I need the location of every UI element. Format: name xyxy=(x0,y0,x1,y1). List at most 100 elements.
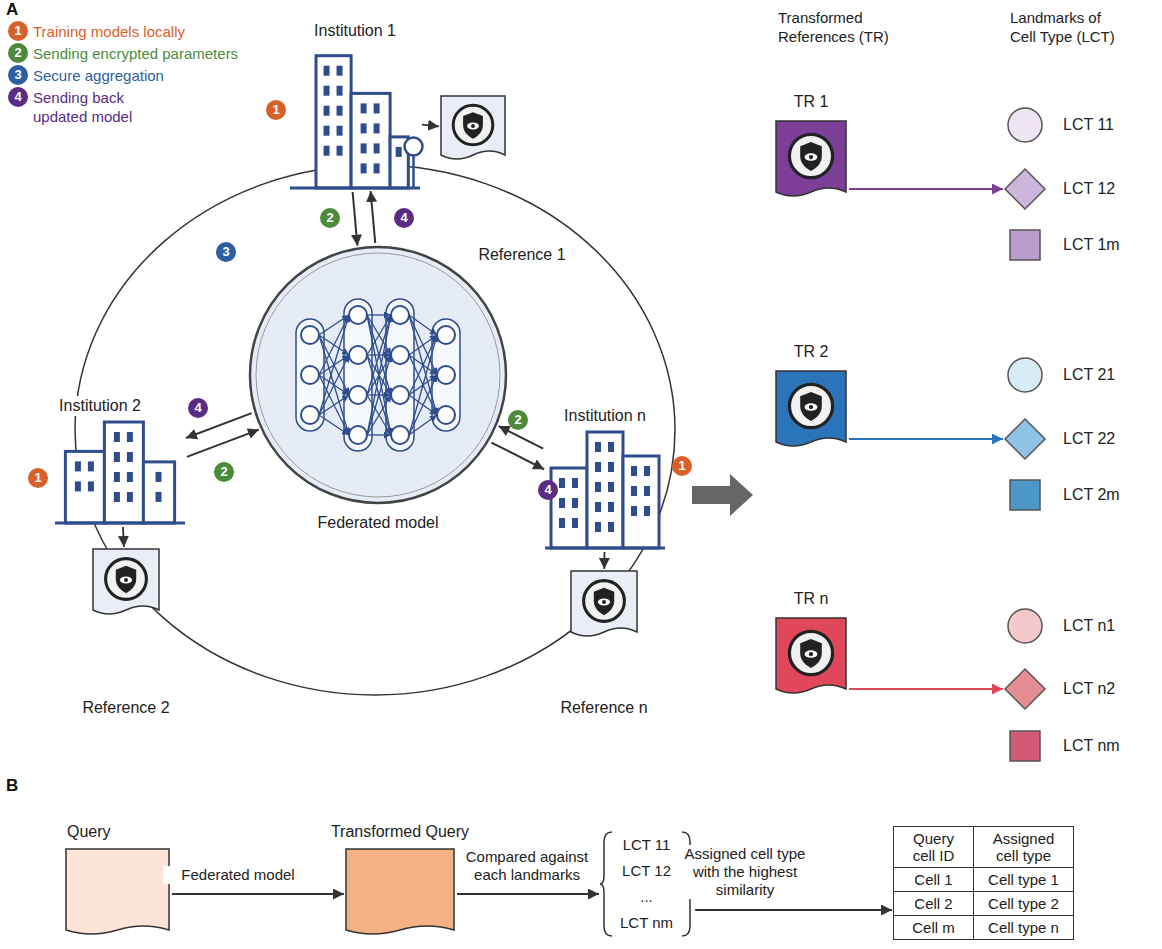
drawing-part xyxy=(1010,480,1040,510)
drawing-part xyxy=(143,462,174,523)
drawing-part xyxy=(1005,669,1045,709)
node-outline xyxy=(290,45,420,190)
landmark-diamond: LCT 22 xyxy=(1004,418,1046,460)
building-drawing xyxy=(55,422,185,523)
drawing-part xyxy=(324,126,330,136)
drawing-part xyxy=(805,153,818,161)
drawing-part xyxy=(572,518,578,528)
drawing-part xyxy=(809,155,813,159)
institution-icon: Institution n xyxy=(545,430,665,550)
landmark-entry: LCT nm xyxy=(620,910,673,936)
table-cell: Cell type 1 xyxy=(974,868,1074,892)
drawing-part xyxy=(805,650,818,658)
privacy-shield-icon xyxy=(106,559,147,600)
privacy-shield-icon xyxy=(789,384,832,427)
document-outline xyxy=(571,571,637,636)
node-outline xyxy=(775,370,847,452)
drawing-part xyxy=(631,506,637,516)
drawing-part xyxy=(361,123,367,133)
drawing-part xyxy=(256,253,500,497)
drawing-part xyxy=(1005,169,1045,209)
callout-number: 3 xyxy=(8,65,28,85)
node-outline xyxy=(1004,168,1046,210)
drawing-part xyxy=(391,346,409,364)
connector-arrow xyxy=(849,188,1003,190)
drawing-part xyxy=(324,106,330,116)
document-icon: Query xyxy=(65,848,170,940)
drawing-part xyxy=(367,314,391,315)
drawing-part xyxy=(631,486,637,496)
drawing-part xyxy=(374,143,380,153)
drawing-part xyxy=(65,451,104,523)
drawing-part xyxy=(124,578,128,582)
drawing-part xyxy=(644,486,650,496)
panel-letter: A xyxy=(6,0,18,19)
node-label: TR n xyxy=(792,589,831,609)
drawing-part xyxy=(572,478,578,488)
node-label: LCT n2 xyxy=(1061,679,1117,699)
landmark-square: LCT 2m xyxy=(1009,479,1041,511)
landmark-entry: LCT 12 xyxy=(620,858,673,884)
drawing-part xyxy=(1010,731,1040,761)
drawing-part xyxy=(337,86,343,96)
callout-number: 2 xyxy=(320,208,340,228)
drawing-part xyxy=(809,405,813,409)
drawing-part xyxy=(367,395,391,435)
landmark-circle: LCT 11 xyxy=(1007,107,1043,143)
drawing-part xyxy=(608,462,614,472)
node-outline xyxy=(775,617,847,699)
drawing-part xyxy=(361,143,367,153)
drawing-part xyxy=(602,600,606,604)
drawing-part xyxy=(324,86,330,96)
drawing-part xyxy=(595,482,601,492)
drawing-part xyxy=(1008,358,1042,392)
drawing-part xyxy=(391,386,409,404)
drawing-part xyxy=(623,456,659,548)
node-outline xyxy=(1007,107,1043,143)
document-icon: Reference n xyxy=(570,570,638,642)
node-label: Federated model xyxy=(316,513,441,533)
node-outline xyxy=(545,430,665,550)
drawing-part xyxy=(319,355,349,415)
institution-icon: Institution 1 xyxy=(290,45,420,190)
drawing-part xyxy=(337,146,343,156)
table-cell: Cell type 2 xyxy=(974,892,1074,916)
drawing-part xyxy=(301,366,319,384)
node-outline xyxy=(1004,668,1046,710)
document-icon: TR n xyxy=(775,617,847,699)
drawing-part xyxy=(437,406,455,424)
drawing-part xyxy=(595,462,601,472)
drawing-part xyxy=(337,66,343,76)
drawing-part xyxy=(114,492,120,502)
drawing-part xyxy=(367,315,391,395)
drawing-part xyxy=(367,434,391,435)
drawing-part xyxy=(374,163,380,173)
drawing-part xyxy=(367,355,391,435)
drawing-part xyxy=(349,346,367,364)
drawing-part xyxy=(587,432,623,548)
drawing-part xyxy=(572,498,578,508)
callout-number: 1 xyxy=(266,100,286,120)
node-label: LCT 12 xyxy=(1061,179,1117,199)
edge-label: Assigned cell type with the highest simi… xyxy=(678,845,813,899)
drawing-part xyxy=(608,502,614,512)
drawing-part xyxy=(800,639,822,668)
document-icon: Reference 1 xyxy=(440,95,506,165)
node-outline xyxy=(1007,357,1043,393)
callout-number: 2 xyxy=(214,462,234,482)
node-outline xyxy=(92,548,160,620)
federated-model-circle: Federated model xyxy=(248,245,508,505)
node-outline xyxy=(1007,608,1043,644)
drawing-part xyxy=(361,103,367,113)
node-outline xyxy=(570,570,638,642)
drawing-part xyxy=(1010,230,1040,260)
callout-number: 2 xyxy=(508,410,528,430)
table-cell: Query cell ID xyxy=(894,827,974,868)
node-outline xyxy=(1009,229,1041,261)
document-icon: Transformed Query xyxy=(345,848,455,940)
privacy-shield-icon xyxy=(584,581,625,622)
node-outline xyxy=(1004,418,1046,460)
drawing-part xyxy=(319,335,349,435)
node-label: LCT 21 xyxy=(1061,365,1117,385)
